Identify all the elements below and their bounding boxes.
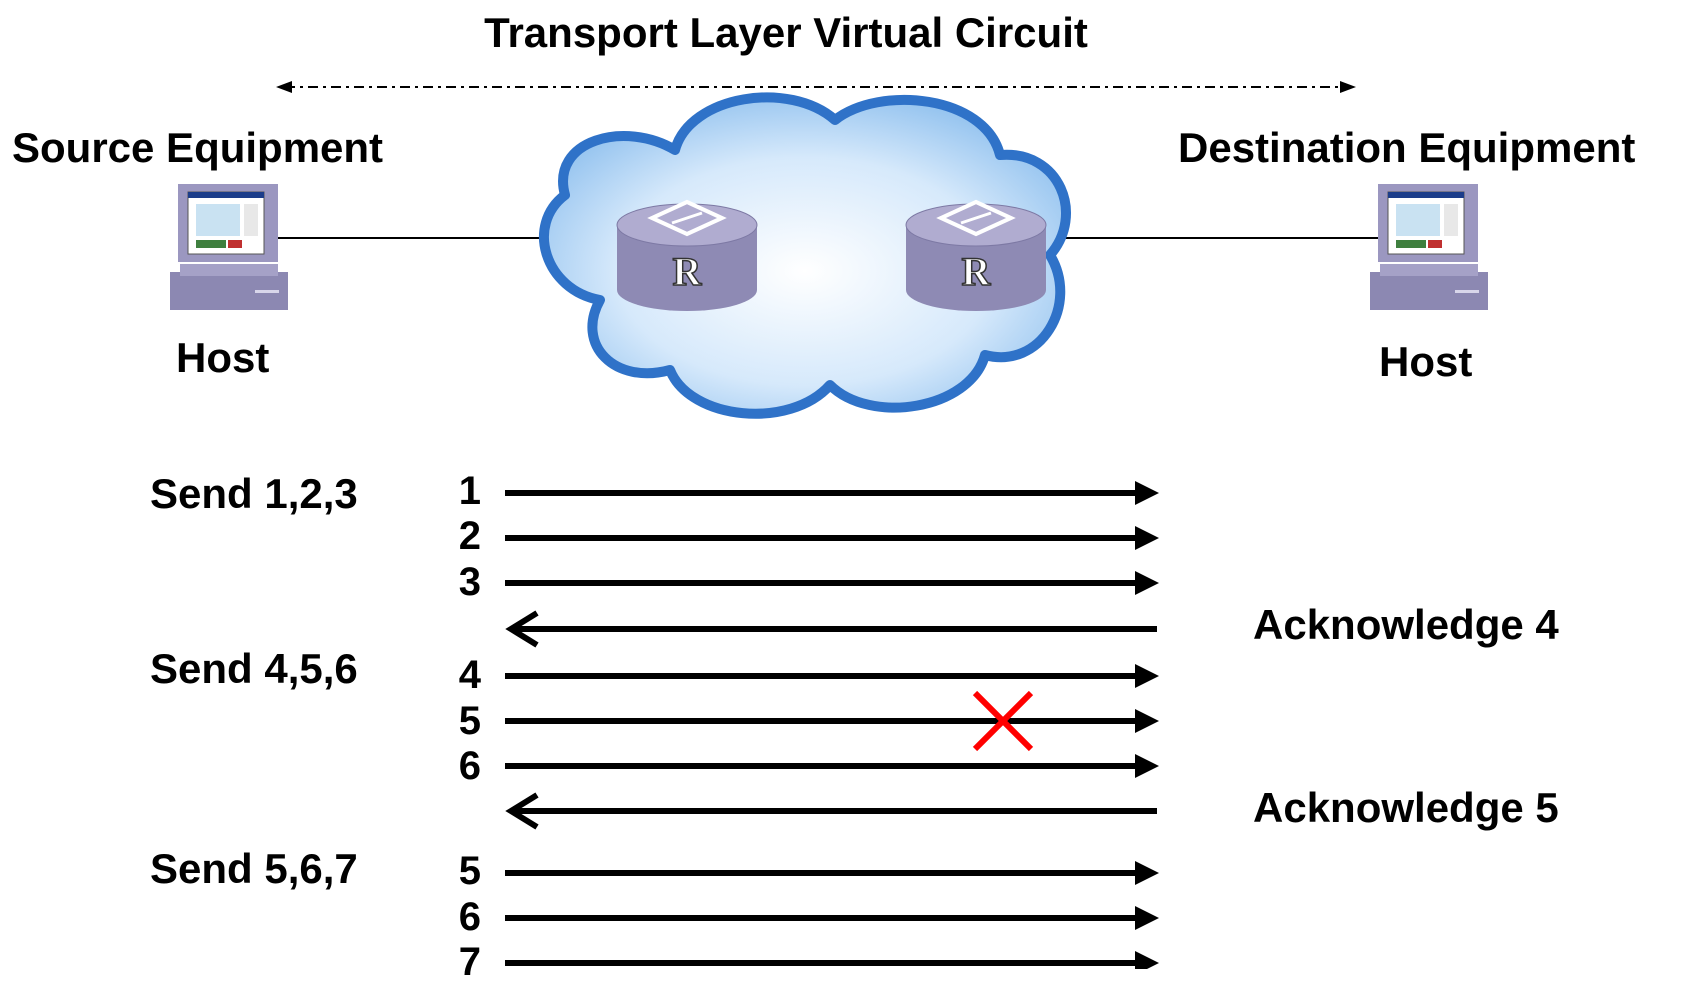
send-label-3: Send 5,6,7 (150, 845, 358, 892)
virtual-circuit-arrow (276, 81, 1356, 93)
ack-label-1: Acknowledge 4 (1253, 601, 1559, 648)
segment-arrow-head (1135, 571, 1159, 595)
segment-number: 1 (458, 469, 481, 513)
segment-sequence (505, 481, 1159, 969)
segment-number: 4 (458, 653, 481, 697)
segment-number: 6 (458, 744, 481, 788)
send-label-2: Send 4,5,6 (150, 645, 358, 692)
segment-arrow-head (1135, 664, 1159, 688)
segment-arrow-head (1135, 951, 1159, 969)
segment-arrow-head (1135, 754, 1159, 778)
network-cloud-icon (538, 92, 1071, 419)
source-host-label: Host (176, 334, 270, 381)
segment-number: 3 (458, 560, 481, 604)
segment-number: 7 (458, 940, 481, 984)
router-left-icon (616, 199, 758, 311)
segment-number: 6 (458, 895, 481, 939)
segment-arrow-head (1135, 709, 1159, 733)
destination-equipment-label: Destination Equipment (1178, 124, 1636, 171)
lost-segment-mark (972, 690, 1034, 752)
segment-arrow-head (1135, 481, 1159, 505)
destination-computer-icon (1370, 184, 1488, 310)
router-left-label: R (673, 249, 703, 294)
diagram-title: Transport Layer Virtual Circuit (484, 9, 1088, 56)
ack-label-2: Acknowledge 5 (1253, 784, 1559, 831)
source-equipment-label: Source Equipment (12, 124, 384, 171)
segment-arrow-head (1135, 861, 1159, 885)
ack-arrow-head (505, 610, 539, 648)
router-right-label: R (962, 249, 992, 294)
send-label-1: Send 1,2,3 (150, 470, 358, 517)
segment-number: 5 (458, 699, 481, 743)
ack-arrow-head (505, 792, 539, 830)
destination-host-label: Host (1379, 338, 1473, 385)
segment-arrow-head (1135, 906, 1159, 930)
segment-number: 5 (458, 849, 481, 893)
router-right-icon (905, 199, 1047, 311)
segment-number: 2 (458, 514, 481, 558)
segment-arrow-head (1135, 526, 1159, 550)
source-computer-icon (170, 184, 288, 310)
